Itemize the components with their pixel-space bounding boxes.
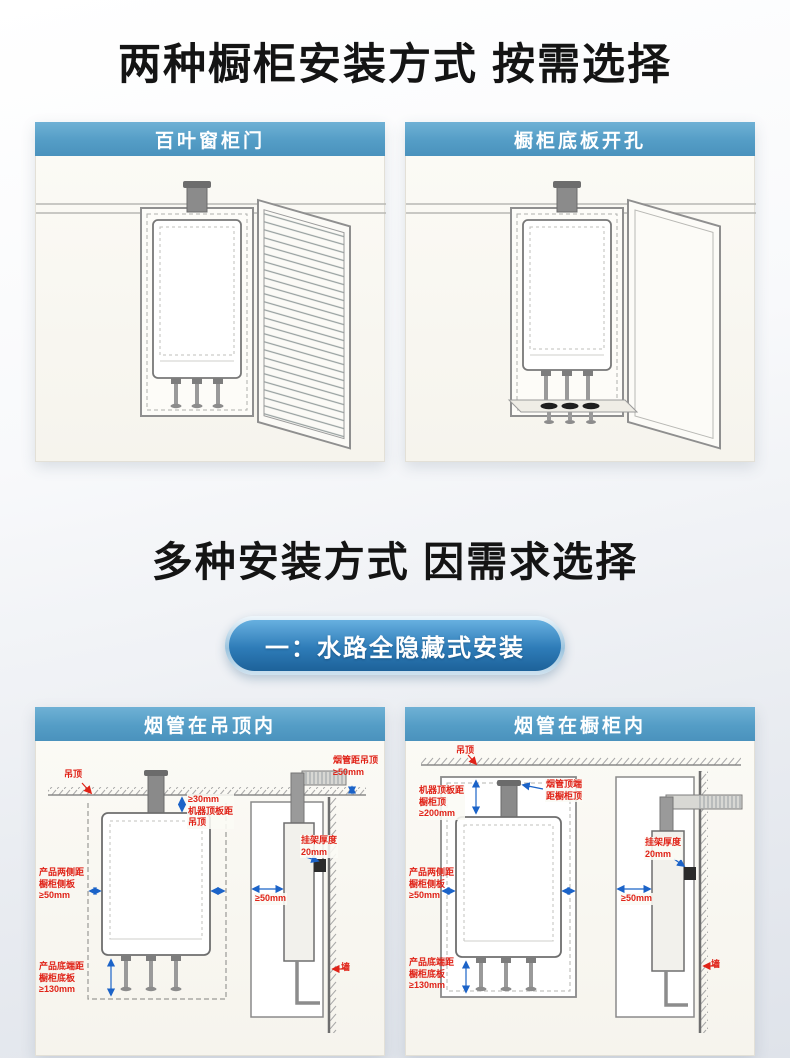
wall-hatch — [329, 797, 337, 1033]
wall-hatch — [700, 771, 708, 1033]
bottom-hole-diagram — [405, 156, 756, 462]
flue-in-cabinet-diagram: 吊顶 机器顶板距 橱柜顶 ≥200mm 烟管顶端 距橱柜顶 产品两侧距 橱柜侧板… — [405, 741, 755, 1056]
page-title-top: 两种橱柜安装方式 按需选择 — [118, 41, 672, 89]
cabinet-door — [627, 198, 721, 450]
dimension-arrows — [441, 779, 576, 994]
install-badge-frame: 一：水路全隐藏式安装 — [225, 616, 565, 675]
cabinet-options-section: 百叶窗柜门 — [0, 122, 790, 462]
card-header-louver-door: 百叶窗柜门 — [35, 122, 385, 156]
label-flue-top: 烟管顶端 距橱柜顶 — [545, 779, 584, 803]
louver-door — [257, 198, 351, 450]
mount-bracket — [314, 859, 326, 872]
label-bracket: 挂架厚度 20mm — [300, 835, 339, 859]
install-badge-text: 一：水路全隐藏式安装 — [229, 620, 561, 671]
page-title-mid: 多种安装方式 因需求选择 — [151, 539, 639, 585]
card-bottom-hole: 橱柜底板开孔 — [405, 122, 756, 462]
label-top-gap: ≥30mm 机器顶板距 吊顶 — [187, 794, 235, 830]
card-louver-door: 百叶窗柜门 — [35, 122, 386, 462]
label-bracket: 挂架厚度 20mm — [644, 837, 683, 861]
flue-pipe — [183, 181, 211, 213]
label-wall: 墙 — [341, 962, 351, 972]
label-bottom-gap: 产品底端距 橱柜底板 ≥130mm — [39, 961, 85, 995]
label-side-gap: 产品两侧距 橱柜侧板 ≥50mm — [39, 867, 85, 901]
card-flue-in-cabinet: 烟管在橱柜内 — [405, 707, 755, 1056]
label-flue-to-ceiling: 烟管距吊顶 ≥50mm — [333, 755, 379, 777]
card-header-flue-in-cabinet: 烟管在橱柜内 — [405, 707, 755, 741]
label-ceiling: 吊顶 — [64, 769, 83, 779]
water-pipes — [541, 370, 593, 400]
card-flue-in-ceiling: 烟管在吊顶内 — [35, 707, 385, 1056]
water-heater — [152, 219, 242, 379]
side-view — [250, 770, 357, 1033]
label-side-gap: 产品两侧距 橱柜侧板 ≥50mm — [409, 867, 455, 901]
front-view — [440, 776, 577, 998]
dimension-arrows — [88, 796, 226, 997]
water-pipes — [170, 378, 224, 409]
front-view — [87, 770, 227, 1000]
label-bottom-gap: 产品底端距 橱柜底板 ≥130mm — [409, 957, 455, 991]
install-options-section: 烟管在吊顶内 — [0, 707, 790, 1056]
louver-door-diagram — [35, 156, 386, 462]
water-heater — [522, 219, 612, 371]
label-front-gap: ≥50mm — [254, 893, 287, 905]
label-ceiling: 吊顶 — [456, 745, 475, 755]
base-board-with-holes — [507, 399, 639, 424]
label-front-gap: ≥50mm — [620, 893, 653, 905]
mount-bracket — [684, 867, 696, 880]
label-wall: 墙 — [711, 959, 721, 969]
flue-in-ceiling-diagram: 吊顶 烟管距吊顶 ≥50mm ≥30mm 机器顶板距 吊顶 产品两侧距 橱柜侧板… — [35, 741, 385, 1056]
flue-pipe — [553, 181, 581, 213]
card-header-flue-in-ceiling: 烟管在吊顶内 — [35, 707, 385, 741]
install-badge: 一：水路全隐藏式安装 — [0, 616, 790, 675]
label-machine-top: 机器顶板距 橱柜顶 ≥200mm — [418, 785, 466, 821]
card-header-bottom-hole: 橱柜底板开孔 — [405, 122, 755, 156]
ceiling-line — [421, 754, 741, 766]
